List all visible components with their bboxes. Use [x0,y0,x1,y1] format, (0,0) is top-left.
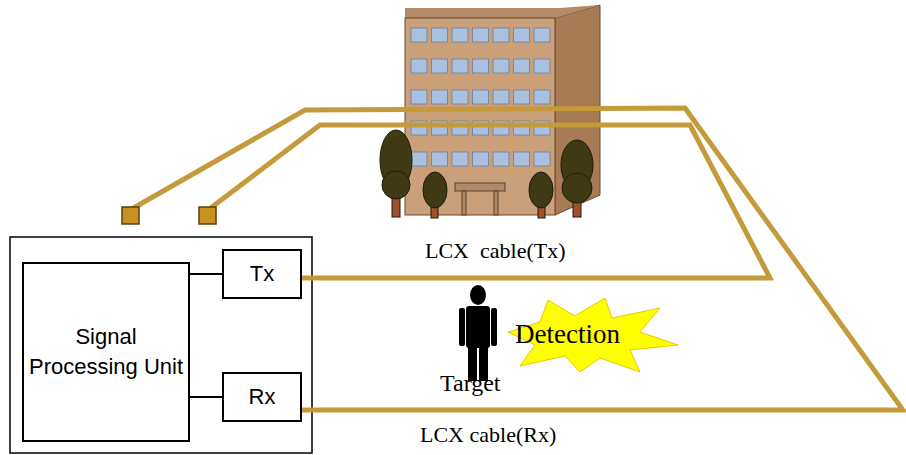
cable-terminal [122,207,139,224]
detection-burst [508,298,678,372]
building-windows [411,28,550,166]
entrance-post [462,191,466,215]
connector [190,274,222,275]
cable-label: LCX cable(Tx) [425,239,566,263]
node-label: Signal Processing Unit [24,322,188,381]
target-label: Target [440,370,501,396]
entrance-post [494,191,498,215]
lcx-rx-cable [130,108,903,410]
processing-box: Signal Processing Unit [22,262,190,442]
connector [190,397,222,398]
unit-housing [10,237,312,453]
tx-box: Tx [222,249,302,299]
building-roof [405,5,600,18]
building-front [405,18,555,215]
cable-label: LCX cable(Rx) [420,423,556,447]
trees [380,130,593,218]
node-label: Rx [249,382,276,412]
detection-label: Detection [515,320,620,350]
cable-terminal [199,207,216,224]
rx-box: Rx [222,372,302,422]
node-label: Tx [250,259,274,289]
entrance-canopy [455,183,505,191]
target-person [459,285,497,381]
